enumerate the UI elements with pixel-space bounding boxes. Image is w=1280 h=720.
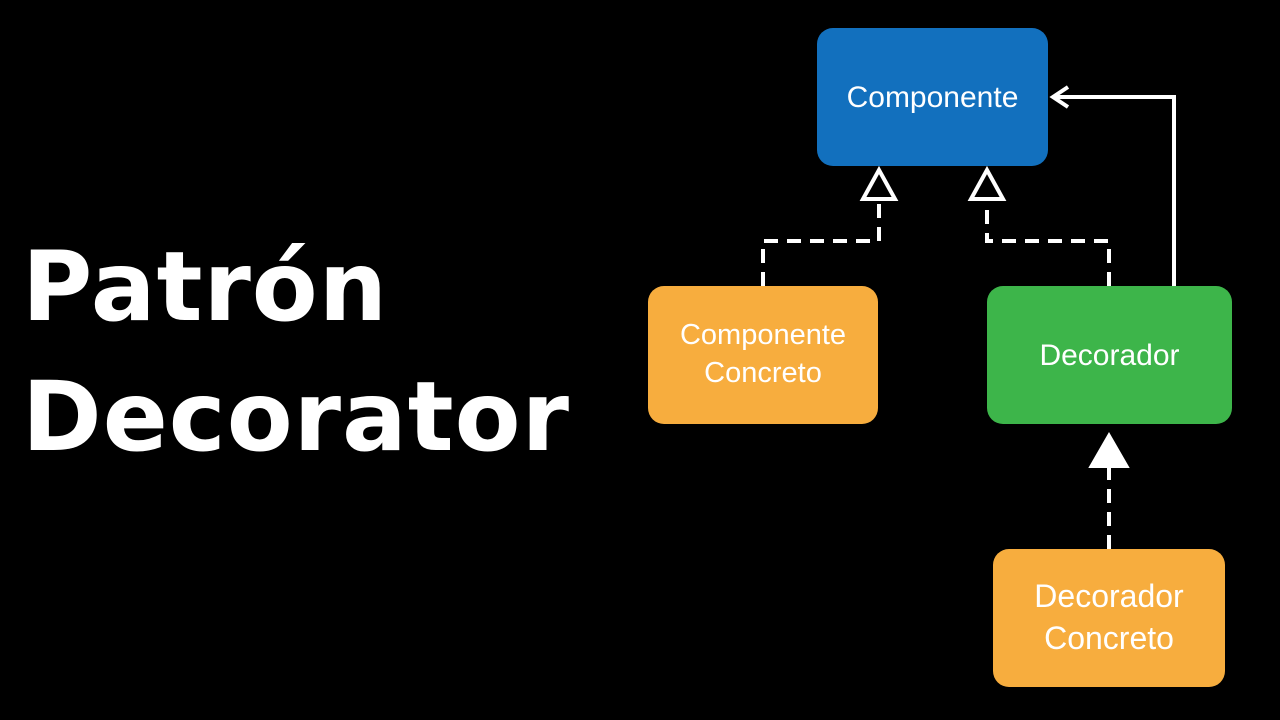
- node-componente-concreto-line2: Concreto: [704, 357, 822, 389]
- node-decorador-concreto-line2: Concreto: [1044, 620, 1174, 656]
- hollow-triangle-arrowhead: [967, 165, 1007, 201]
- node-decorador-label: Decorador: [1039, 338, 1180, 372]
- filled-triangle-arrowhead: [1088, 431, 1130, 468]
- hollow-triangle-arrowhead: [859, 165, 899, 201]
- edge-componente-concreto-to-componente: [761, 200, 881, 286]
- edge-decorador-to-componente-solid: [1054, 95, 1176, 286]
- open-arrowhead: [1049, 85, 1070, 109]
- node-componente-concreto-line1: Componente: [679, 319, 847, 352]
- title-line-2: Decorator: [22, 361, 570, 473]
- edge-decorador-to-componente-dashed: [985, 200, 1111, 286]
- title-line-1: Patrón: [22, 231, 389, 343]
- node-decorador: Decorador: [987, 286, 1232, 424]
- node-componente-concreto: Componente Concreto: [648, 286, 878, 424]
- node-decorador-concreto-line1: Decorador: [1034, 578, 1184, 615]
- node-decorador-concreto: Decorador Concreto: [993, 549, 1225, 687]
- page-title: Patrón Decorator: [22, 222, 570, 482]
- node-componente-label: Componente: [846, 80, 1019, 114]
- node-componente: Componente: [817, 28, 1048, 166]
